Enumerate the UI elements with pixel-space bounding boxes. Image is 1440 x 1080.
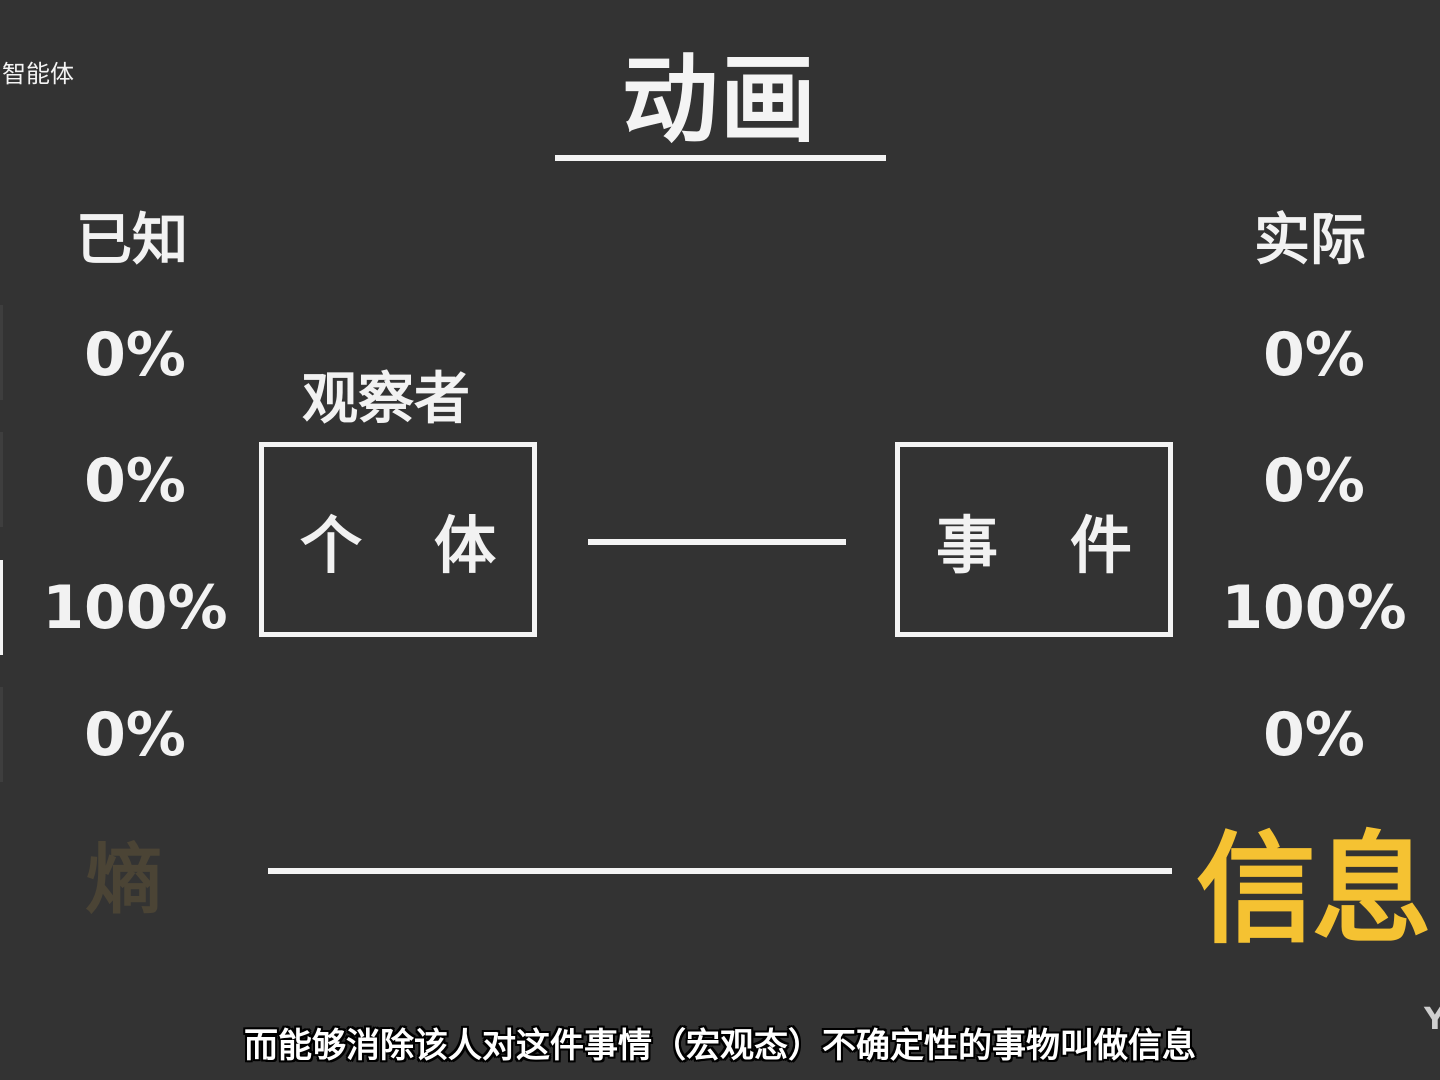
event-char: 件 <box>1070 508 1133 582</box>
channel-watermark: 智能体 <box>2 60 74 88</box>
actual-value: 0% <box>1263 320 1365 390</box>
page-title: 动画 <box>622 44 818 156</box>
actual-heading: 实际 <box>1254 208 1366 273</box>
observer-label: 观察者 <box>302 367 470 432</box>
known-value: 100% <box>42 573 228 643</box>
actual-value: 0% <box>1263 700 1365 770</box>
known-value: 0% <box>84 320 186 390</box>
actual-value: 0% <box>1263 446 1365 516</box>
title-underline <box>555 155 886 161</box>
actual-value: 100% <box>1221 573 1407 643</box>
corner-mark: Y <box>1424 1002 1440 1037</box>
subtitle: 而能够消除该人对这件事情（宏观态）不确定性的事物叫做信息 <box>244 1026 1196 1066</box>
known-value: 0% <box>84 446 186 516</box>
edge-indicator-active <box>0 560 3 655</box>
known-heading: 已知 <box>76 208 188 273</box>
known-value: 0% <box>84 700 186 770</box>
connector-line <box>588 539 846 545</box>
edge-indicator <box>0 305 3 400</box>
entropy-information-line <box>268 868 1172 874</box>
entropy-label: 熵 <box>86 835 162 924</box>
edge-indicator <box>0 687 3 782</box>
individual-char: 体 <box>434 508 497 582</box>
information-label: 信息 <box>1196 821 1432 960</box>
event-box: 事 件 <box>895 442 1173 637</box>
individual-box: 个 体 <box>259 442 537 637</box>
event-char: 事 <box>935 508 998 582</box>
edge-indicator <box>0 432 3 527</box>
individual-char: 个 <box>299 508 362 582</box>
